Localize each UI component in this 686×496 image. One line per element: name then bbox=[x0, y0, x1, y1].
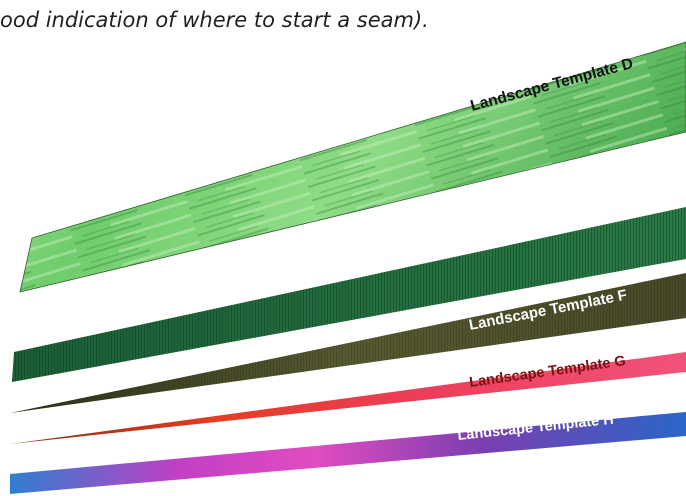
template-h-strip bbox=[10, 412, 686, 494]
template-e-strip bbox=[12, 207, 686, 382]
template-f-strip bbox=[10, 273, 686, 413]
template-d-strip bbox=[19, 41, 686, 293]
template-g-strip bbox=[10, 352, 686, 444]
caption-text: ood indication of where to start a seam)… bbox=[0, 8, 429, 32]
